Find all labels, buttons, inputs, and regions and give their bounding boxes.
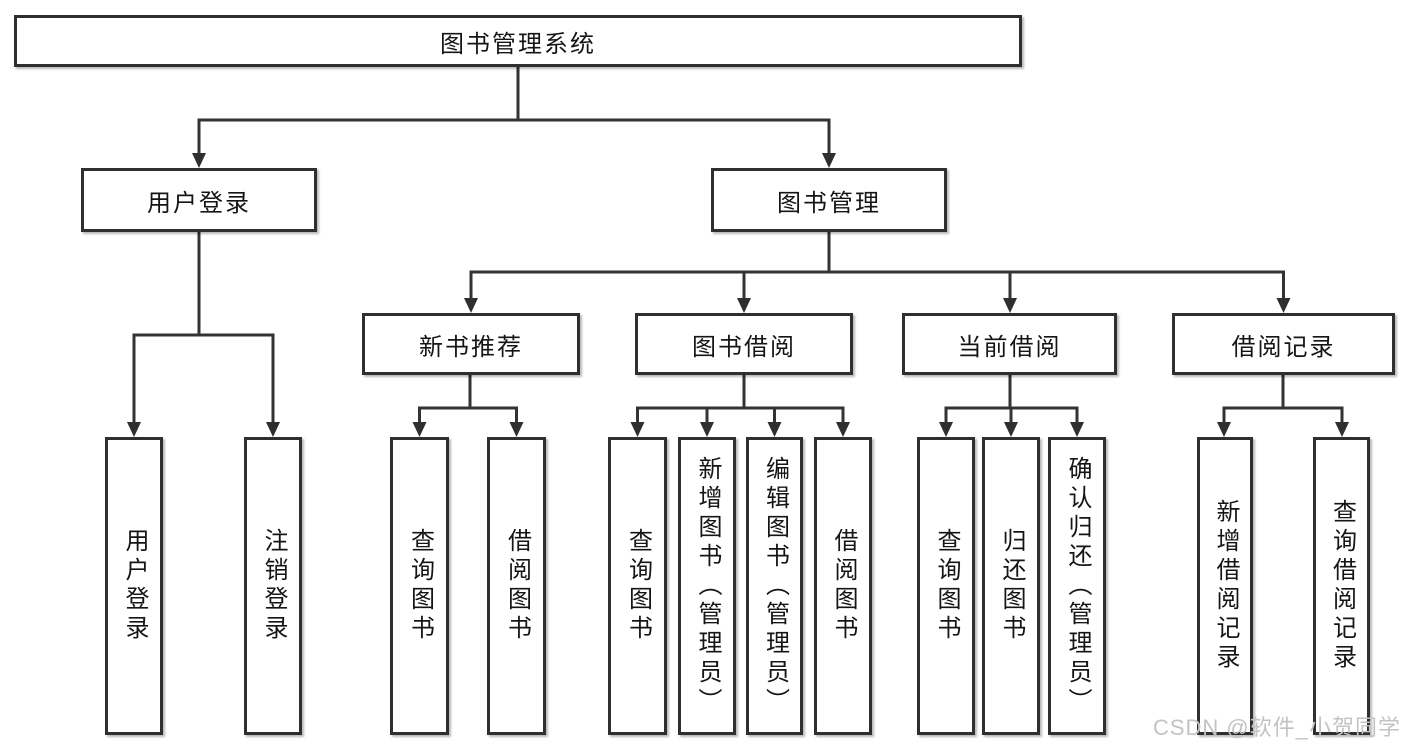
node-book-management-label: 图书管理 (777, 189, 881, 217)
leaf-return-books: 归还图书 (982, 437, 1040, 735)
leaf-query-books-3: 查询图书 (917, 437, 975, 735)
leaf-user-login-label: 用户登录 (121, 528, 148, 644)
leaf-query-borrow-record-label: 查询借阅记录 (1328, 499, 1356, 673)
leaf-user-login: 用户登录 (105, 437, 163, 735)
leaf-add-books-admin-label: 新增图书（管理员） (694, 455, 721, 717)
leaf-query-books-2: 查询图书 (608, 437, 667, 735)
leaf-query-books-3-label: 查询图书 (933, 528, 960, 644)
leaf-logout: 注销登录 (244, 437, 302, 735)
node-borrowing-records: 借阅记录 (1172, 313, 1395, 375)
node-book-borrowing: 图书借阅 (635, 313, 853, 375)
node-new-book-recommend: 新书推荐 (362, 313, 580, 375)
csdn-watermark: CSDN @软件_小贺同学 (1152, 715, 1401, 740)
leaf-edit-books-admin-label: 编辑图书（管理员） (761, 455, 789, 717)
node-library-management-system-label: 图书管理系统 (440, 30, 596, 58)
node-borrowing-records-label: 借阅记录 (1231, 333, 1336, 361)
leaf-add-borrow-record-label: 新增借阅记录 (1212, 499, 1239, 673)
leaf-borrow-books-2: 借阅图书 (814, 437, 872, 735)
leaf-return-books-label: 归还图书 (998, 528, 1025, 644)
leaf-query-books-1: 查询图书 (390, 437, 449, 735)
node-user-login-label: 用户登录 (147, 189, 251, 217)
node-book-borrowing-label: 图书借阅 (692, 333, 796, 361)
node-new-book-recommend-label: 新书推荐 (419, 333, 523, 361)
node-user-login: 用户登录 (81, 168, 317, 232)
leaf-query-books-1-label: 查询图书 (406, 528, 434, 644)
node-current-borrowing-label: 当前借阅 (957, 333, 1062, 361)
leaf-borrow-books-2-label: 借阅图书 (830, 528, 857, 644)
leaf-confirm-return-admin: 确认归还（管理员） (1048, 437, 1106, 735)
leaf-query-books-2-label: 查询图书 (624, 528, 652, 644)
leaf-logout-label: 注销登录 (260, 528, 287, 644)
leaf-borrow-books-1: 借阅图书 (487, 437, 546, 735)
leaf-edit-books-admin: 编辑图书（管理员） (746, 437, 803, 735)
leaf-query-borrow-record: 查询借阅记录 (1313, 437, 1370, 735)
node-current-borrowing: 当前借阅 (902, 313, 1117, 375)
leaf-confirm-return-admin-label: 确认归还（管理员） (1064, 455, 1091, 717)
leaf-add-books-admin: 新增图书（管理员） (678, 437, 736, 735)
node-library-management-system: 图书管理系统 (14, 15, 1022, 67)
leaf-borrow-books-1-label: 借阅图书 (503, 528, 531, 644)
node-book-management: 图书管理 (711, 168, 947, 232)
leaf-add-borrow-record: 新增借阅记录 (1197, 437, 1253, 735)
